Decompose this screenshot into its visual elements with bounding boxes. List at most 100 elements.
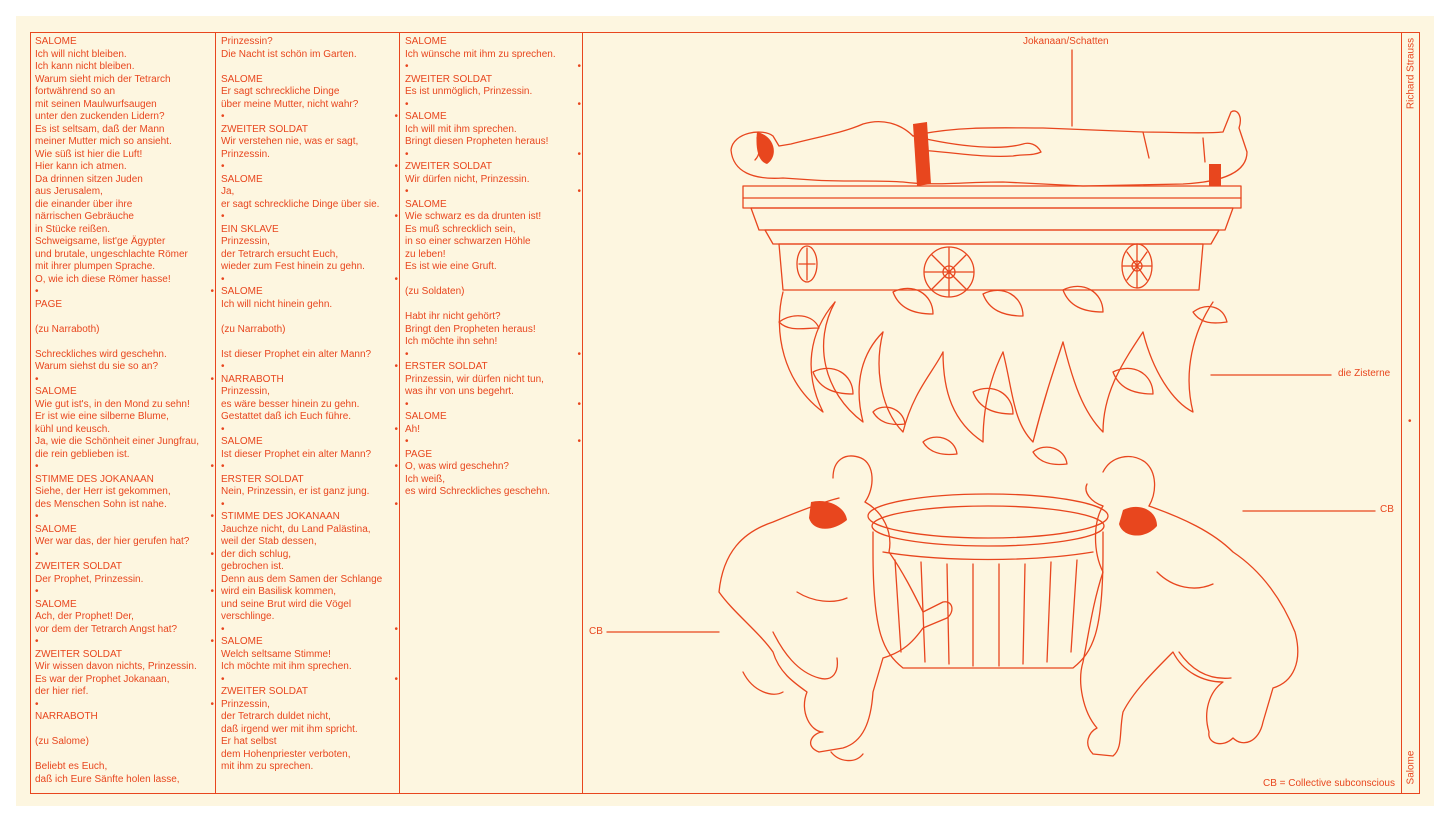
bullet-dot-icon: • — [35, 586, 39, 597]
libretto-line: Beliebt es Euch, — [35, 761, 108, 772]
libretto-line: O, was wird geschehn? — [405, 461, 509, 472]
libretto-line: Ja, wie die Schönheit einer Jungfrau, — [35, 436, 199, 447]
separator-dots: •• — [221, 623, 398, 637]
libretto-line: daß ich Eure Sänfte holen lasse, — [35, 773, 180, 785]
bullet-dot-icon: • — [221, 361, 225, 372]
libretto-line: Es muß schrecklich sein, — [405, 223, 516, 235]
bullet-dot-icon: • — [221, 273, 225, 285]
bullet-dot-icon: • — [221, 161, 225, 172]
poster-sheet — [16, 16, 1434, 806]
libretto-line: die rein geblieben ist. — [35, 448, 130, 460]
libretto-line: Der Prophet, Prinzessin. — [35, 573, 144, 585]
rosette-right — [1121, 243, 1153, 289]
libretto-line: NARRABOTH — [221, 373, 284, 385]
libretto-line: Ich wünsche mit ihm zu sprechen. — [405, 48, 556, 60]
libretto-line: (zu Soldaten) — [405, 286, 465, 297]
bullet-dot-icon: • — [577, 61, 581, 72]
libretto-line: Prinzessin, — [221, 386, 270, 397]
legend-cb: CB = Collective subconscious — [1262, 778, 1395, 789]
libretto-line: Schweigsame, list'ge Ägypter — [35, 236, 166, 247]
libretto-line — [35, 724, 211, 737]
crouching-figure-left — [718, 455, 953, 762]
libretto-line: gebrochen ist. — [221, 561, 284, 572]
libretto-line: Ich will nicht hinein gehn. — [221, 298, 333, 310]
separator-dots: •• — [405, 398, 581, 412]
libretto-line: in Stücke reißen. — [35, 223, 111, 235]
bullet-dot-icon: • — [221, 498, 225, 510]
libretto-line: Wir dürfen nicht, Prinzessin. — [405, 173, 530, 185]
bullet-dot-icon: • — [577, 398, 581, 410]
libretto-line: SALOME — [221, 636, 263, 647]
libretto-line — [221, 311, 395, 324]
libretto-line: der Tetrarch duldet nicht, — [221, 711, 331, 722]
libretto-line: ERSTER SOLDAT — [405, 361, 488, 372]
libretto-line: (zu Salome) — [35, 736, 89, 747]
libretto-line: mit seinen Maulwurfsaugen — [35, 98, 157, 110]
bullet-dot-icon: • — [394, 111, 398, 122]
libretto-line: Ah! — [405, 423, 421, 435]
bullet-dot-icon: • — [577, 348, 581, 360]
libretto-line: wieder zum Fest hinein zu gehn. — [221, 261, 365, 272]
libretto-line: verschlinge. — [221, 611, 275, 622]
bullet-dot-icon: • — [405, 186, 409, 197]
libretto-line: (zu Narraboth) — [35, 323, 100, 335]
libretto-line: und brutale, ungeschlachte Römer — [35, 248, 188, 260]
bullet-dot-icon: • — [394, 498, 398, 510]
libretto-line: Wie gut ist's, in den Mond zu sehn! — [35, 398, 190, 410]
libretto-line — [221, 61, 395, 74]
bullet-dot-icon: • — [221, 623, 225, 635]
separator-dots: •• — [35, 586, 214, 599]
libretto-line: Da drinnen sitzen Juden — [35, 173, 143, 185]
bullet-dot-icon: • — [35, 636, 39, 647]
bullet-dot-icon: • — [394, 273, 398, 285]
libretto-line: ZWEITER SOLDAT — [221, 686, 309, 697]
column-capital-illustration — [606, 49, 1376, 762]
libretto-line: (zu Narraboth) — [221, 323, 286, 335]
libretto-line: SALOME — [221, 286, 263, 297]
libretto-line: SALOME — [221, 73, 263, 85]
label-cb-right: CB — [1380, 504, 1394, 515]
libretto-line: SALOME — [405, 111, 447, 122]
libretto-line: des Menschen Sohn ist nahe. — [35, 498, 167, 510]
libretto-line: es wäre besser hinein zu gehn. — [221, 398, 360, 410]
bullet-dot-icon: • — [221, 111, 225, 122]
libretto-line: in so einer schwarzen Höhle — [405, 236, 531, 247]
bullet-dot-icon: • — [394, 673, 398, 685]
libretto-line: was ihr von uns begehrt. — [405, 386, 514, 397]
separator-dots: •• — [405, 61, 581, 74]
libretto-column-2: Prinzessin?Die Nacht ist schön im Garten… — [216, 32, 400, 794]
libretto-line: der hier rief. — [35, 686, 89, 697]
libretto-line: PAGE — [35, 298, 63, 310]
libretto-line: Bringt diesen Propheten heraus! — [405, 136, 549, 147]
libretto-line: Schreckliches wird geschehn. — [35, 348, 167, 360]
libretto-line: und seine Brut wird die Vögel — [221, 598, 352, 610]
bullet-dot-icon: • — [210, 511, 214, 522]
separator-dots: •• — [221, 211, 398, 224]
bullet-dot-icon: • — [394, 211, 398, 222]
bullet-dot-icon: • — [35, 373, 39, 385]
libretto-line: Ich will nicht bleiben. — [35, 48, 127, 60]
libretto-line: Die Nacht ist schön im Garten. — [221, 48, 357, 60]
libretto-line: die einander über ihre — [35, 198, 133, 210]
rosette-left — [796, 245, 818, 283]
composer-name: Richard Strauss — [1405, 37, 1417, 110]
bullet-dot-icon: • — [210, 286, 214, 297]
libretto-line: Jauchze nicht, du Land Palästina, — [221, 523, 371, 535]
separator-dots: •• — [405, 436, 581, 449]
separator-dots: •• — [35, 549, 214, 562]
libretto-line: Er ist wie eine silberne Blume, — [35, 411, 169, 422]
libretto-line: Prinzessin, — [221, 698, 270, 710]
bullet-dot-icon: • — [210, 636, 214, 647]
bullet-dot-icon: • — [394, 161, 398, 172]
libretto-line: mit ihrer plumpen Sprache. — [35, 261, 156, 272]
bullet-dot-icon: • — [210, 461, 214, 472]
libretto-line: der dich schlug, — [221, 548, 292, 560]
libretto-line: STIMME DES JOKANAAN — [35, 473, 154, 485]
opera-title: Salome — [1405, 750, 1417, 785]
bullet-dot-icon: • — [394, 361, 398, 372]
bullet-dot-icon: • — [35, 286, 39, 297]
bullet-dot-icon: • — [577, 98, 581, 110]
libretto-line: EIN SKLAVE — [221, 223, 279, 235]
